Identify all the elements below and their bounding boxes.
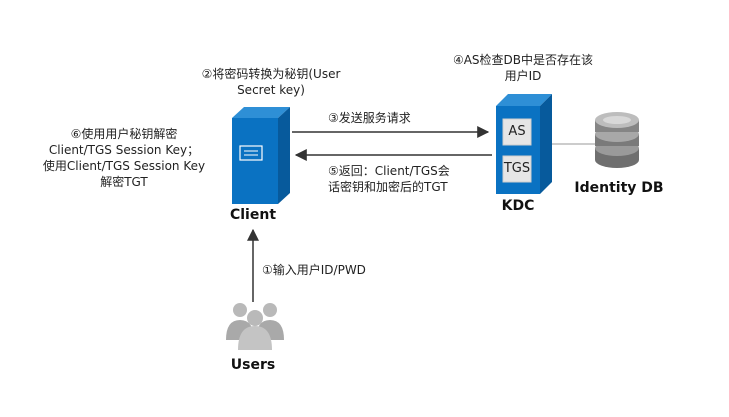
tgs-label: TGS <box>503 161 531 176</box>
step4-line1: ④AS检查DB中是否存在该 <box>452 53 594 67</box>
step6-line3: 使用Client/TGS Session Key <box>42 159 206 173</box>
step5-label: ⑤返回：Client/TGS会 话密钥和加密后的TGT <box>328 163 450 195</box>
as-label: AS <box>508 124 526 139</box>
client-server-icon <box>232 107 290 204</box>
step6-line2: Client/TGS Session Key； <box>48 143 200 157</box>
kdc-label: KDC <box>501 198 535 214</box>
client-label: Client <box>229 207 277 223</box>
step6-line4: 解密TGT <box>100 175 148 189</box>
identity-db-label: Identity DB <box>574 180 664 196</box>
users-icon <box>226 303 284 350</box>
step3-label: ③发送服务请求 <box>328 111 411 125</box>
step4-label: ④AS检查DB中是否存在该 用户ID <box>438 52 608 84</box>
step2-line2: Secret key) <box>237 83 305 97</box>
step5-line2: 话密钥和加密后的TGT <box>328 180 448 194</box>
step6-label: ⑥使用用户秘钥解密 Client/TGS Session Key； 使用Clie… <box>28 126 220 190</box>
step2-label: ②将密码转换为秘钥(User Secret key) <box>186 66 356 98</box>
step4-line2: 用户ID <box>504 69 542 83</box>
step5-line1: ⑤返回：Client/TGS会 <box>328 164 450 178</box>
kdc-server-icon <box>496 94 552 194</box>
step6-line1: ⑥使用用户秘钥解密 <box>70 127 178 141</box>
step1-label: ①输入用户ID/PWD <box>262 263 366 277</box>
users-label: Users <box>230 357 276 373</box>
database-icon <box>595 112 639 168</box>
step2-line1: ②将密码转换为秘钥(User <box>201 67 341 81</box>
